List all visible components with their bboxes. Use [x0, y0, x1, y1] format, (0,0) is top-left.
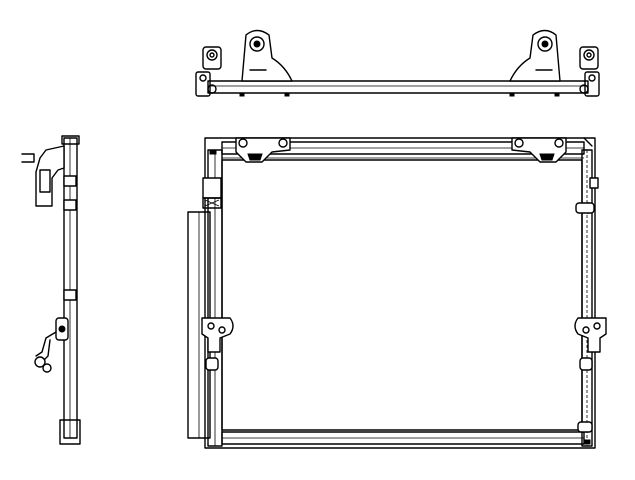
- front-view: [187, 137, 607, 449]
- top-view: [195, 29, 600, 97]
- side-view: [21, 135, 81, 445]
